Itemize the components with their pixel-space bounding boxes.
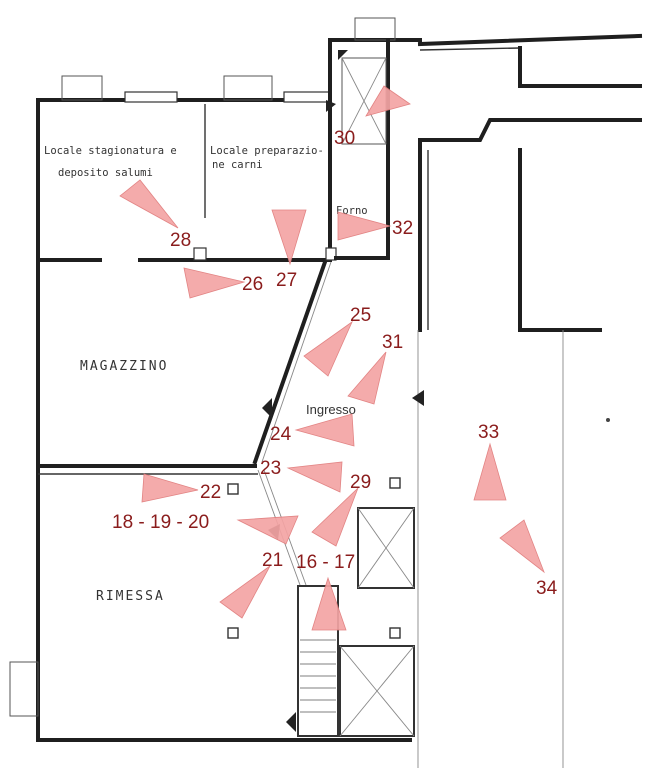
camera-cone-33	[473, 442, 507, 501]
camera-cone-32	[337, 211, 392, 241]
camera-cone-29	[311, 487, 359, 547]
camera-label-25: 25	[350, 305, 371, 326]
camera-label-16-17: 16 - 17	[296, 552, 355, 573]
camera-label-23: 23	[260, 458, 281, 479]
camera-cone-25	[303, 320, 353, 377]
camera-cone-31	[347, 351, 387, 405]
camera-label-18-20: 18 - 19 - 20	[112, 512, 209, 533]
camera-label-30: 30	[334, 128, 355, 149]
camera-label-21: 21	[262, 550, 283, 571]
room-labels: Locale stagionatura e deposito salumi Lo…	[44, 145, 368, 604]
camera-label-26: 26	[242, 274, 263, 295]
camera-label-34: 34	[536, 578, 558, 599]
camera-cone-23	[286, 461, 343, 493]
camera-cone-21	[219, 565, 271, 619]
camera-cone-30	[365, 85, 411, 117]
camera-cone-22	[141, 473, 199, 503]
camera-label-31: 31	[382, 332, 403, 353]
camera-cone-18-20	[236, 515, 299, 545]
arrow-marker-icon	[262, 398, 272, 418]
camera-cone-24	[294, 413, 355, 447]
camera-cone-16-17	[311, 576, 347, 631]
camera-label-28: 28	[170, 230, 191, 251]
room-label-rimessa: RIMESSA	[96, 589, 165, 604]
camera-cone-34	[499, 519, 545, 574]
camera-markers: 30 28 27 32 26 25 31 24 23 22 29 33	[112, 85, 558, 631]
camera-cone-28	[119, 179, 179, 229]
walls	[9, 17, 643, 768]
room-label-stagionatura-1: Locale stagionatura e	[44, 145, 177, 157]
camera-cone-27	[271, 209, 307, 266]
room-label-magazzino: MAGAZZINO	[80, 359, 168, 374]
camera-label-32: 32	[392, 218, 413, 239]
room-label-stagionatura-2: deposito salumi	[58, 167, 153, 179]
room-label-preparazione-2: ne carni	[212, 159, 263, 171]
camera-label-29: 29	[350, 472, 371, 493]
camera-label-33: 33	[478, 422, 499, 443]
camera-label-24: 24	[270, 424, 292, 445]
room-label-ingresso: Ingresso	[306, 402, 356, 417]
camera-label-27: 27	[276, 270, 297, 291]
camera-label-22: 22	[200, 482, 221, 503]
room-label-preparazione-1: Locale preparazio-	[210, 145, 324, 157]
camera-cone-26	[183, 267, 246, 299]
